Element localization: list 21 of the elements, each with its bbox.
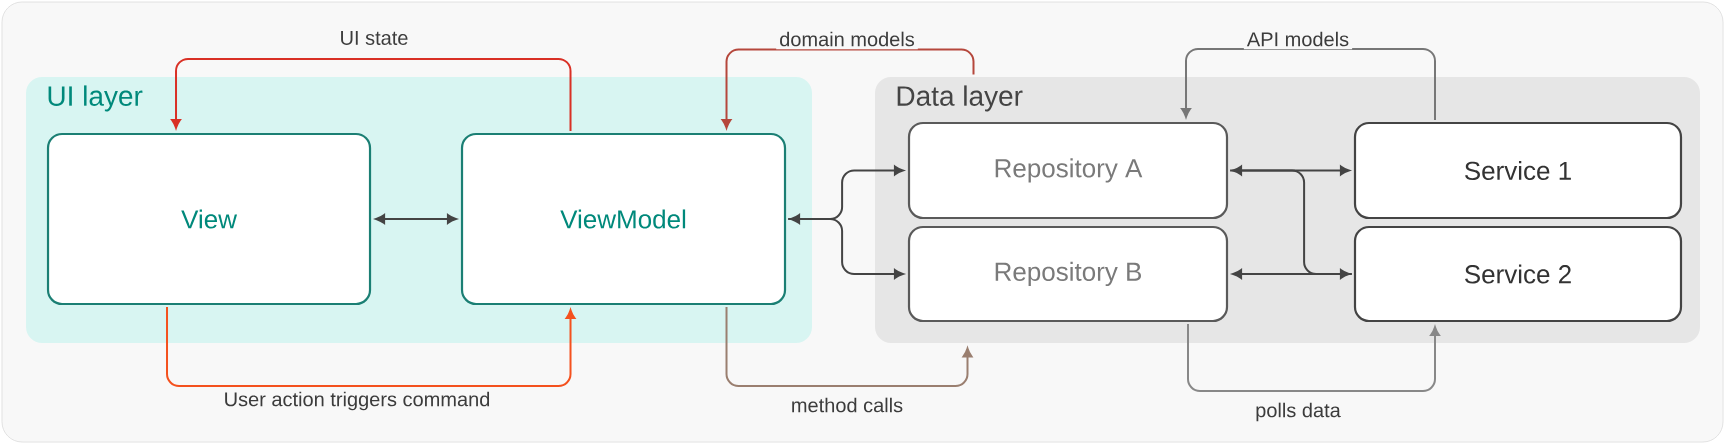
component-box: ViewModel — [460, 132, 787, 306]
arrow — [1232, 269, 1350, 279]
edge-label: polls data — [1252, 399, 1344, 425]
arrow — [375, 214, 457, 224]
edge-label: UI state — [336, 28, 412, 48]
component-box: Service 1 — [1353, 121, 1683, 220]
component-box: Repository B — [907, 225, 1229, 323]
edge-label: domain models — [776, 28, 918, 50]
component-box: Repository A — [907, 121, 1229, 220]
arrow — [725, 306, 973, 388]
component-box: View — [46, 132, 372, 306]
edge-label: User action triggers command — [220, 388, 494, 414]
arrow — [1181, 47, 1436, 121]
arrow — [171, 57, 572, 132]
component-box: Service 2 — [1353, 225, 1683, 323]
arrow — [166, 306, 576, 388]
arrow — [790, 165, 904, 224]
arrow — [1187, 323, 1440, 393]
arrow — [1232, 165, 1350, 176]
arrow — [721, 48, 975, 129]
arrow — [787, 218, 904, 279]
